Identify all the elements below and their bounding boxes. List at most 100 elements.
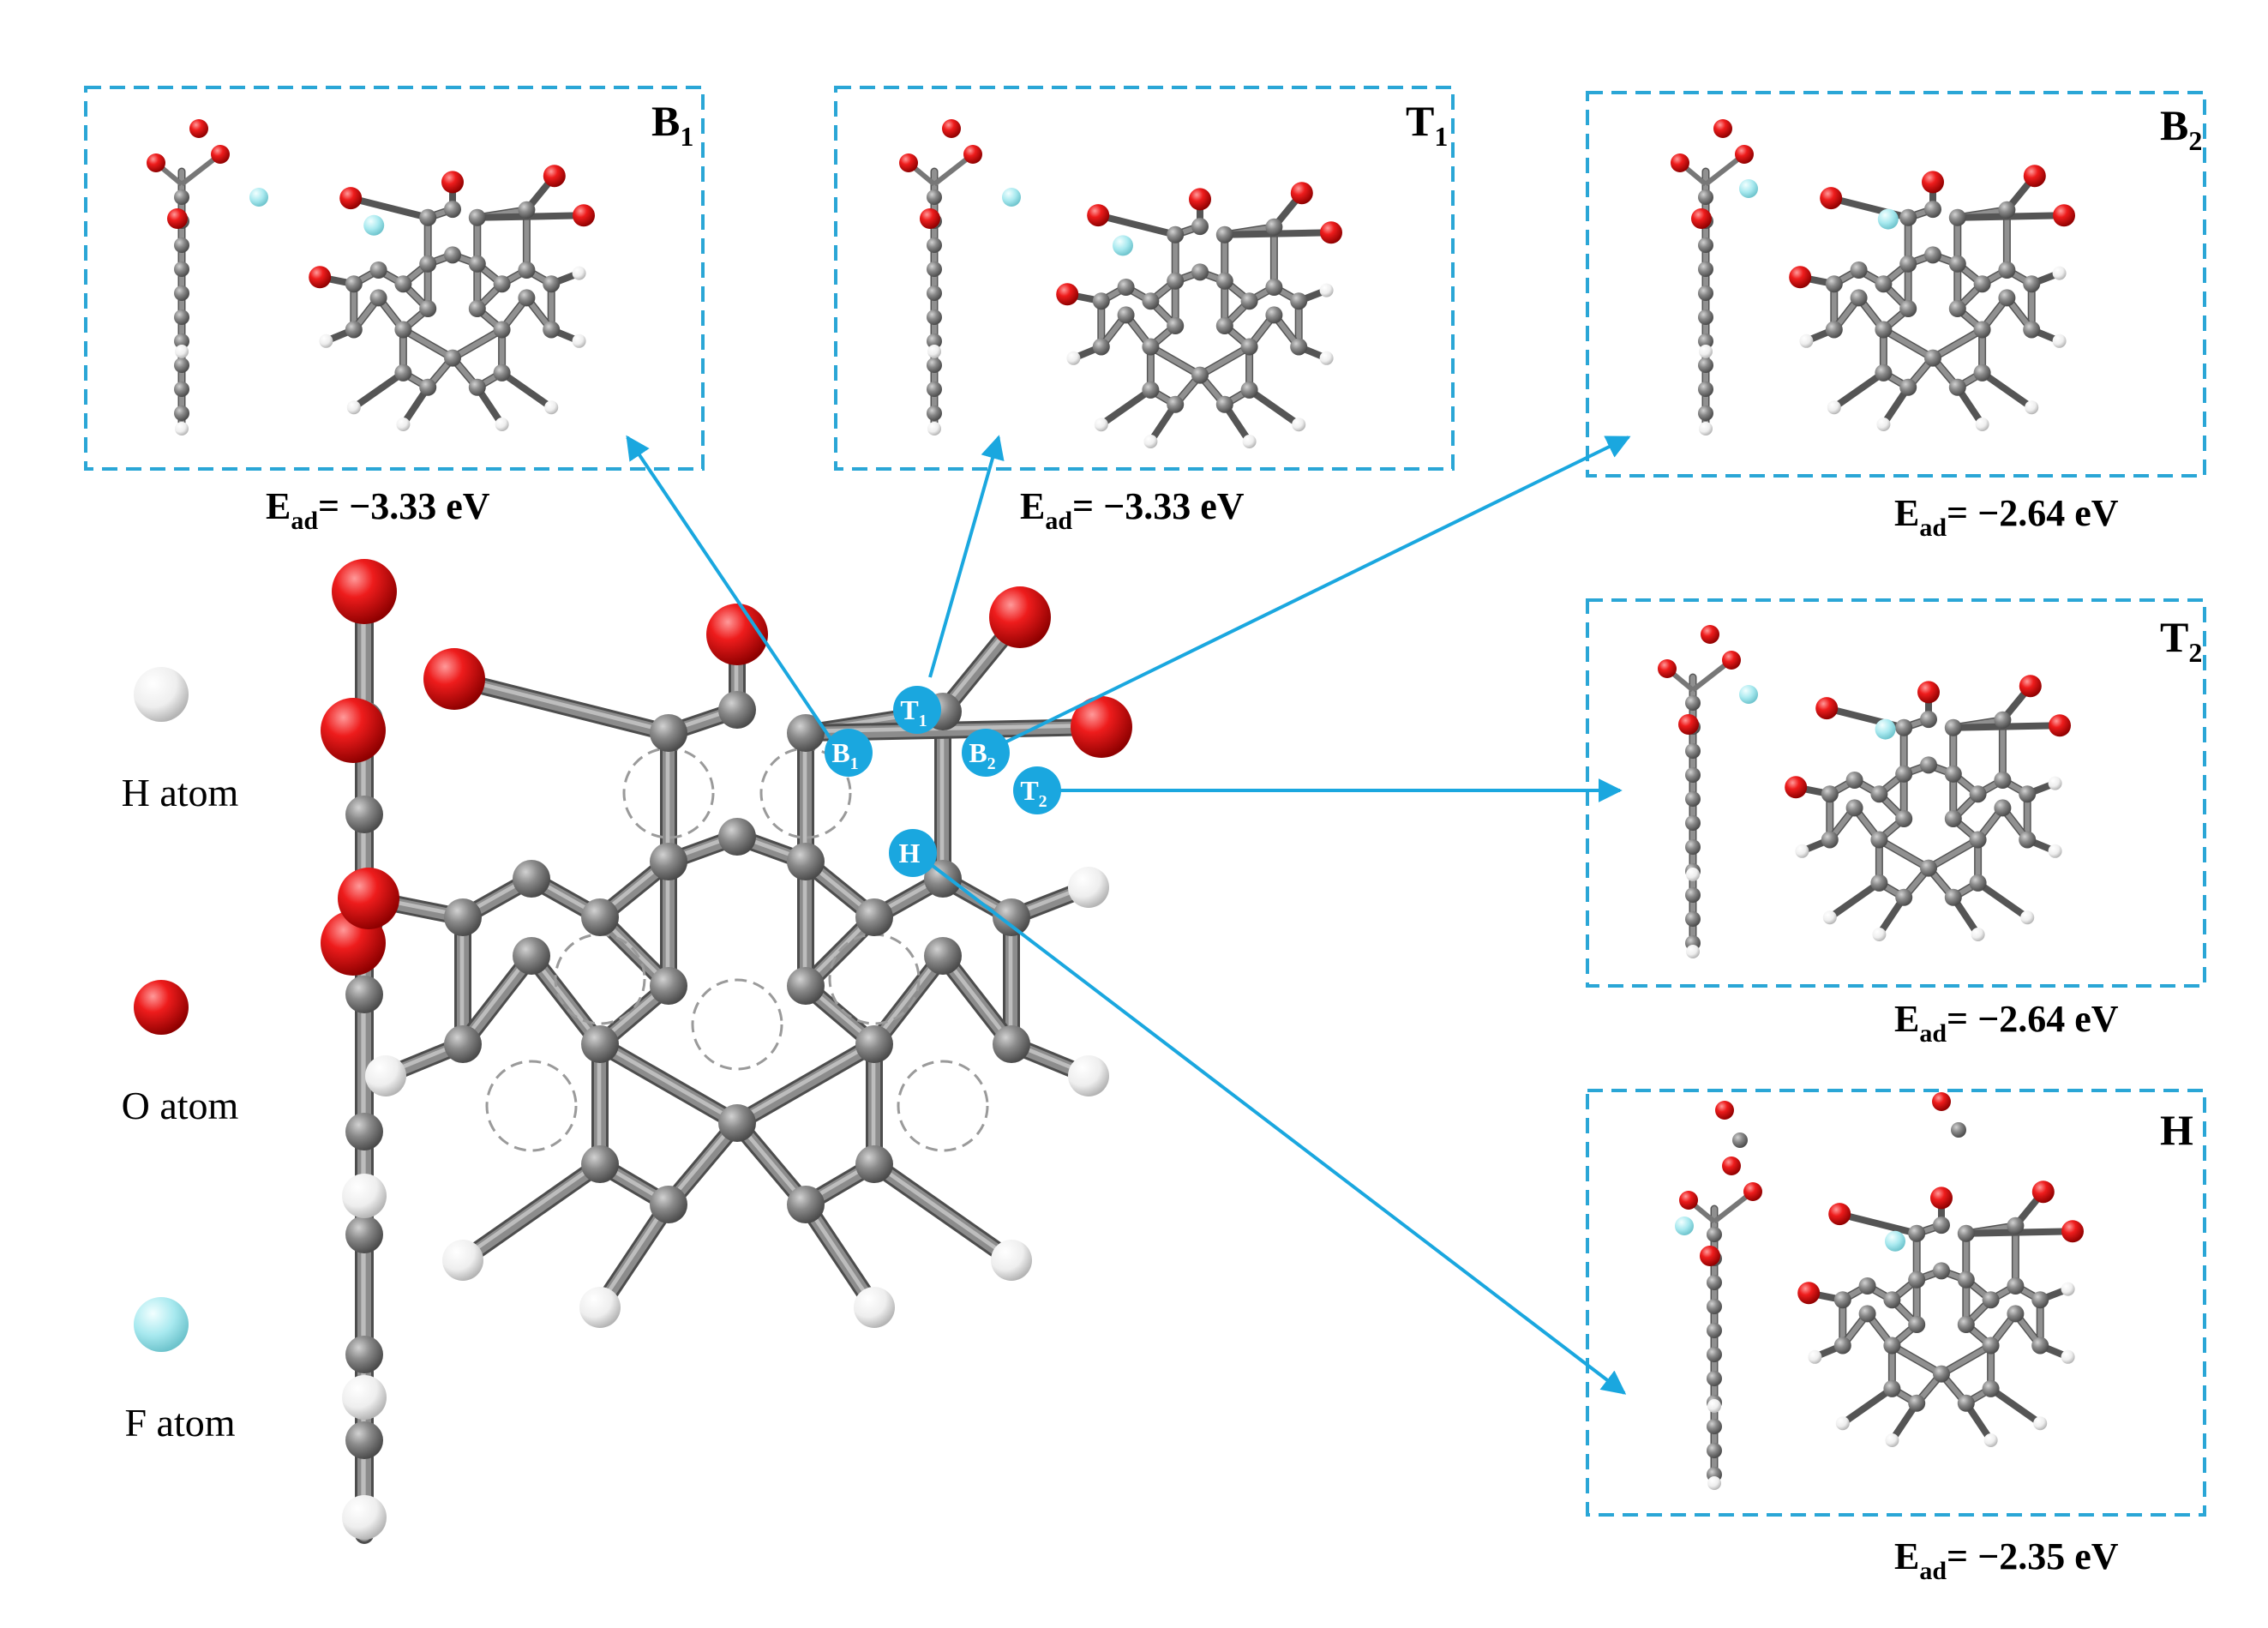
carbon-atom [1698,333,1713,349]
carbon-atom [345,275,363,293]
site-arrow [920,856,1627,1395]
carbon-atom [345,1216,383,1253]
hydrogen-atom [1242,435,1257,448]
adsorption-energy-label: Ead= −2.35 eV [1894,1535,2119,1585]
carbon-atom [1920,756,1937,774]
carbon-atom [1969,874,1987,892]
site-marker-label: B1 [831,737,858,773]
panel-site-label: T2 [2160,613,2202,668]
hydrogen-atom [1983,1433,1998,1447]
adsorption-energy-label: Ead= −2.64 eV [1894,998,2119,1048]
carbon-atom [2019,785,2037,803]
carbon-atom [1707,1275,1722,1290]
carbon-atom [513,860,550,898]
carbon-atom [650,843,687,880]
carbon-atom [2023,321,2041,339]
carbon-atom [581,1025,619,1063]
carbon-atom [1685,743,1701,759]
carbon-atom [1883,1379,1901,1397]
hydrogen-atom [1686,945,1700,958]
oxygen-atom [1087,204,1110,227]
site-marker-label: T2 [1020,775,1047,811]
carbon-atom [1685,767,1701,783]
carbon-atom [493,321,511,339]
fluorine-atom [1113,235,1133,256]
panel-border [1586,91,2206,478]
carbon-atom [1707,1227,1722,1242]
carbon-atom [174,237,189,253]
oxygen-atom [1789,266,1812,289]
carbon-atom [174,333,189,349]
carbon-atom [1994,711,2012,729]
fluorine-atom [249,188,268,207]
legend-label: H atom [122,771,239,814]
carbon-atom [1833,1337,1851,1355]
oxygen-atom [1713,119,1732,138]
fluorine-atom [363,214,385,236]
carbon-atom [1908,1316,1926,1333]
hydrogen-atom [2061,1282,2075,1296]
carbon-atom [468,300,486,317]
hydrogen-atom [1143,435,1158,448]
carbon-atom [1899,378,1917,396]
site-arrow [626,435,842,754]
carbon-atom [787,967,825,1005]
carbon-atom [1944,888,1962,906]
carbon-atom [1240,292,1258,310]
carbon-atom [1895,888,1913,906]
side-view-molecule [321,559,397,1544]
site-marker-label: B2 [969,737,995,773]
hydrogen-atom [1707,1399,1721,1413]
oxygen-atom [942,119,961,138]
hydrogen-atom [1094,418,1108,432]
hydrogen-atom [927,345,941,358]
oxygen-atom [1722,1156,1741,1175]
hydrogen-atom [1066,351,1081,365]
hydrogen-legend-swatch [134,667,189,722]
oxygen-atom [332,559,397,624]
carbon-atom [419,255,437,273]
fluorine-atom [1885,1230,1905,1252]
carbon-atom [1240,338,1258,356]
oxygen-atom [899,153,918,172]
carbon-atom [1908,1271,1926,1289]
carbon-atom [468,255,486,273]
carbon-atom [345,976,383,1013]
oxygen-atom [1735,145,1754,164]
carbon-atom [1899,300,1917,317]
oxygen-atom [1930,1186,1953,1210]
carbon-atom [927,381,942,397]
legend-item-oxygen: O atom [122,980,239,1127]
hydrogen-atom [2061,1349,2075,1364]
fluorine-legend-swatch [134,1297,189,1352]
adsorption-energy-label: Ead= −3.33 eV [266,485,490,535]
main-molecule [338,586,1132,1328]
carbon-atom [1951,1122,1966,1138]
carbon-atom [1845,799,1863,817]
oxygen-atom [1678,714,1699,735]
carbon-atom [1290,338,1308,356]
carbon-atom [1895,810,1913,827]
fluorine-atom [1002,188,1021,207]
carbon-atom [345,1336,383,1373]
oxygen-atom [1658,659,1677,678]
site-arrow [983,436,1631,754]
hydrogen-atom [544,400,559,415]
carbon-atom [1167,225,1185,243]
hydrogen-atom [1885,1433,1899,1447]
oxygen-atom [1932,1092,1951,1111]
carbon-atom [718,818,756,856]
carbon-atom [1973,321,1991,339]
carbon-atom [1895,765,1913,783]
site-marker-label: T1 [900,694,927,730]
carbon-atom [1899,208,1917,226]
hydrogen-atom [2033,1416,2048,1431]
hydrogen-atom [1808,1349,1822,1364]
hydrogen-atom [175,422,189,436]
carbon-atom [1933,1262,1950,1280]
carbon-atom [174,309,189,325]
oxygen-atom [1743,1182,1762,1201]
adsorption-energy-label: Ead= −3.33 eV [1020,485,1245,535]
carbon-atom [1944,718,1962,736]
hydrogen-atom [1876,418,1891,431]
